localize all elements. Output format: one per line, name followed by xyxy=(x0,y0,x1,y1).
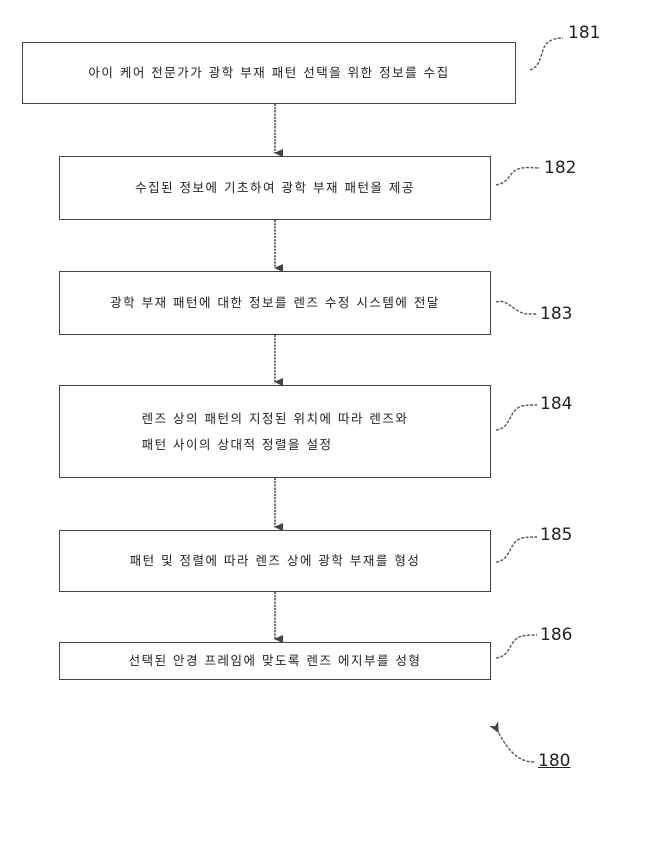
leader-181 xyxy=(530,38,563,70)
leader-183 xyxy=(496,301,537,314)
ref-184: 184 xyxy=(540,394,572,414)
ref-182: 182 xyxy=(544,158,576,178)
ref-186: 186 xyxy=(540,625,572,645)
leader-182 xyxy=(496,168,540,185)
leader-180 xyxy=(496,728,534,762)
leader-184 xyxy=(496,405,537,430)
leader-185 xyxy=(496,537,537,562)
ref-185: 185 xyxy=(540,525,572,545)
leader-186 xyxy=(496,635,537,658)
figure-ref-180: 180 xyxy=(538,751,570,771)
ref-181: 181 xyxy=(568,23,600,43)
ref-183: 183 xyxy=(540,304,572,324)
